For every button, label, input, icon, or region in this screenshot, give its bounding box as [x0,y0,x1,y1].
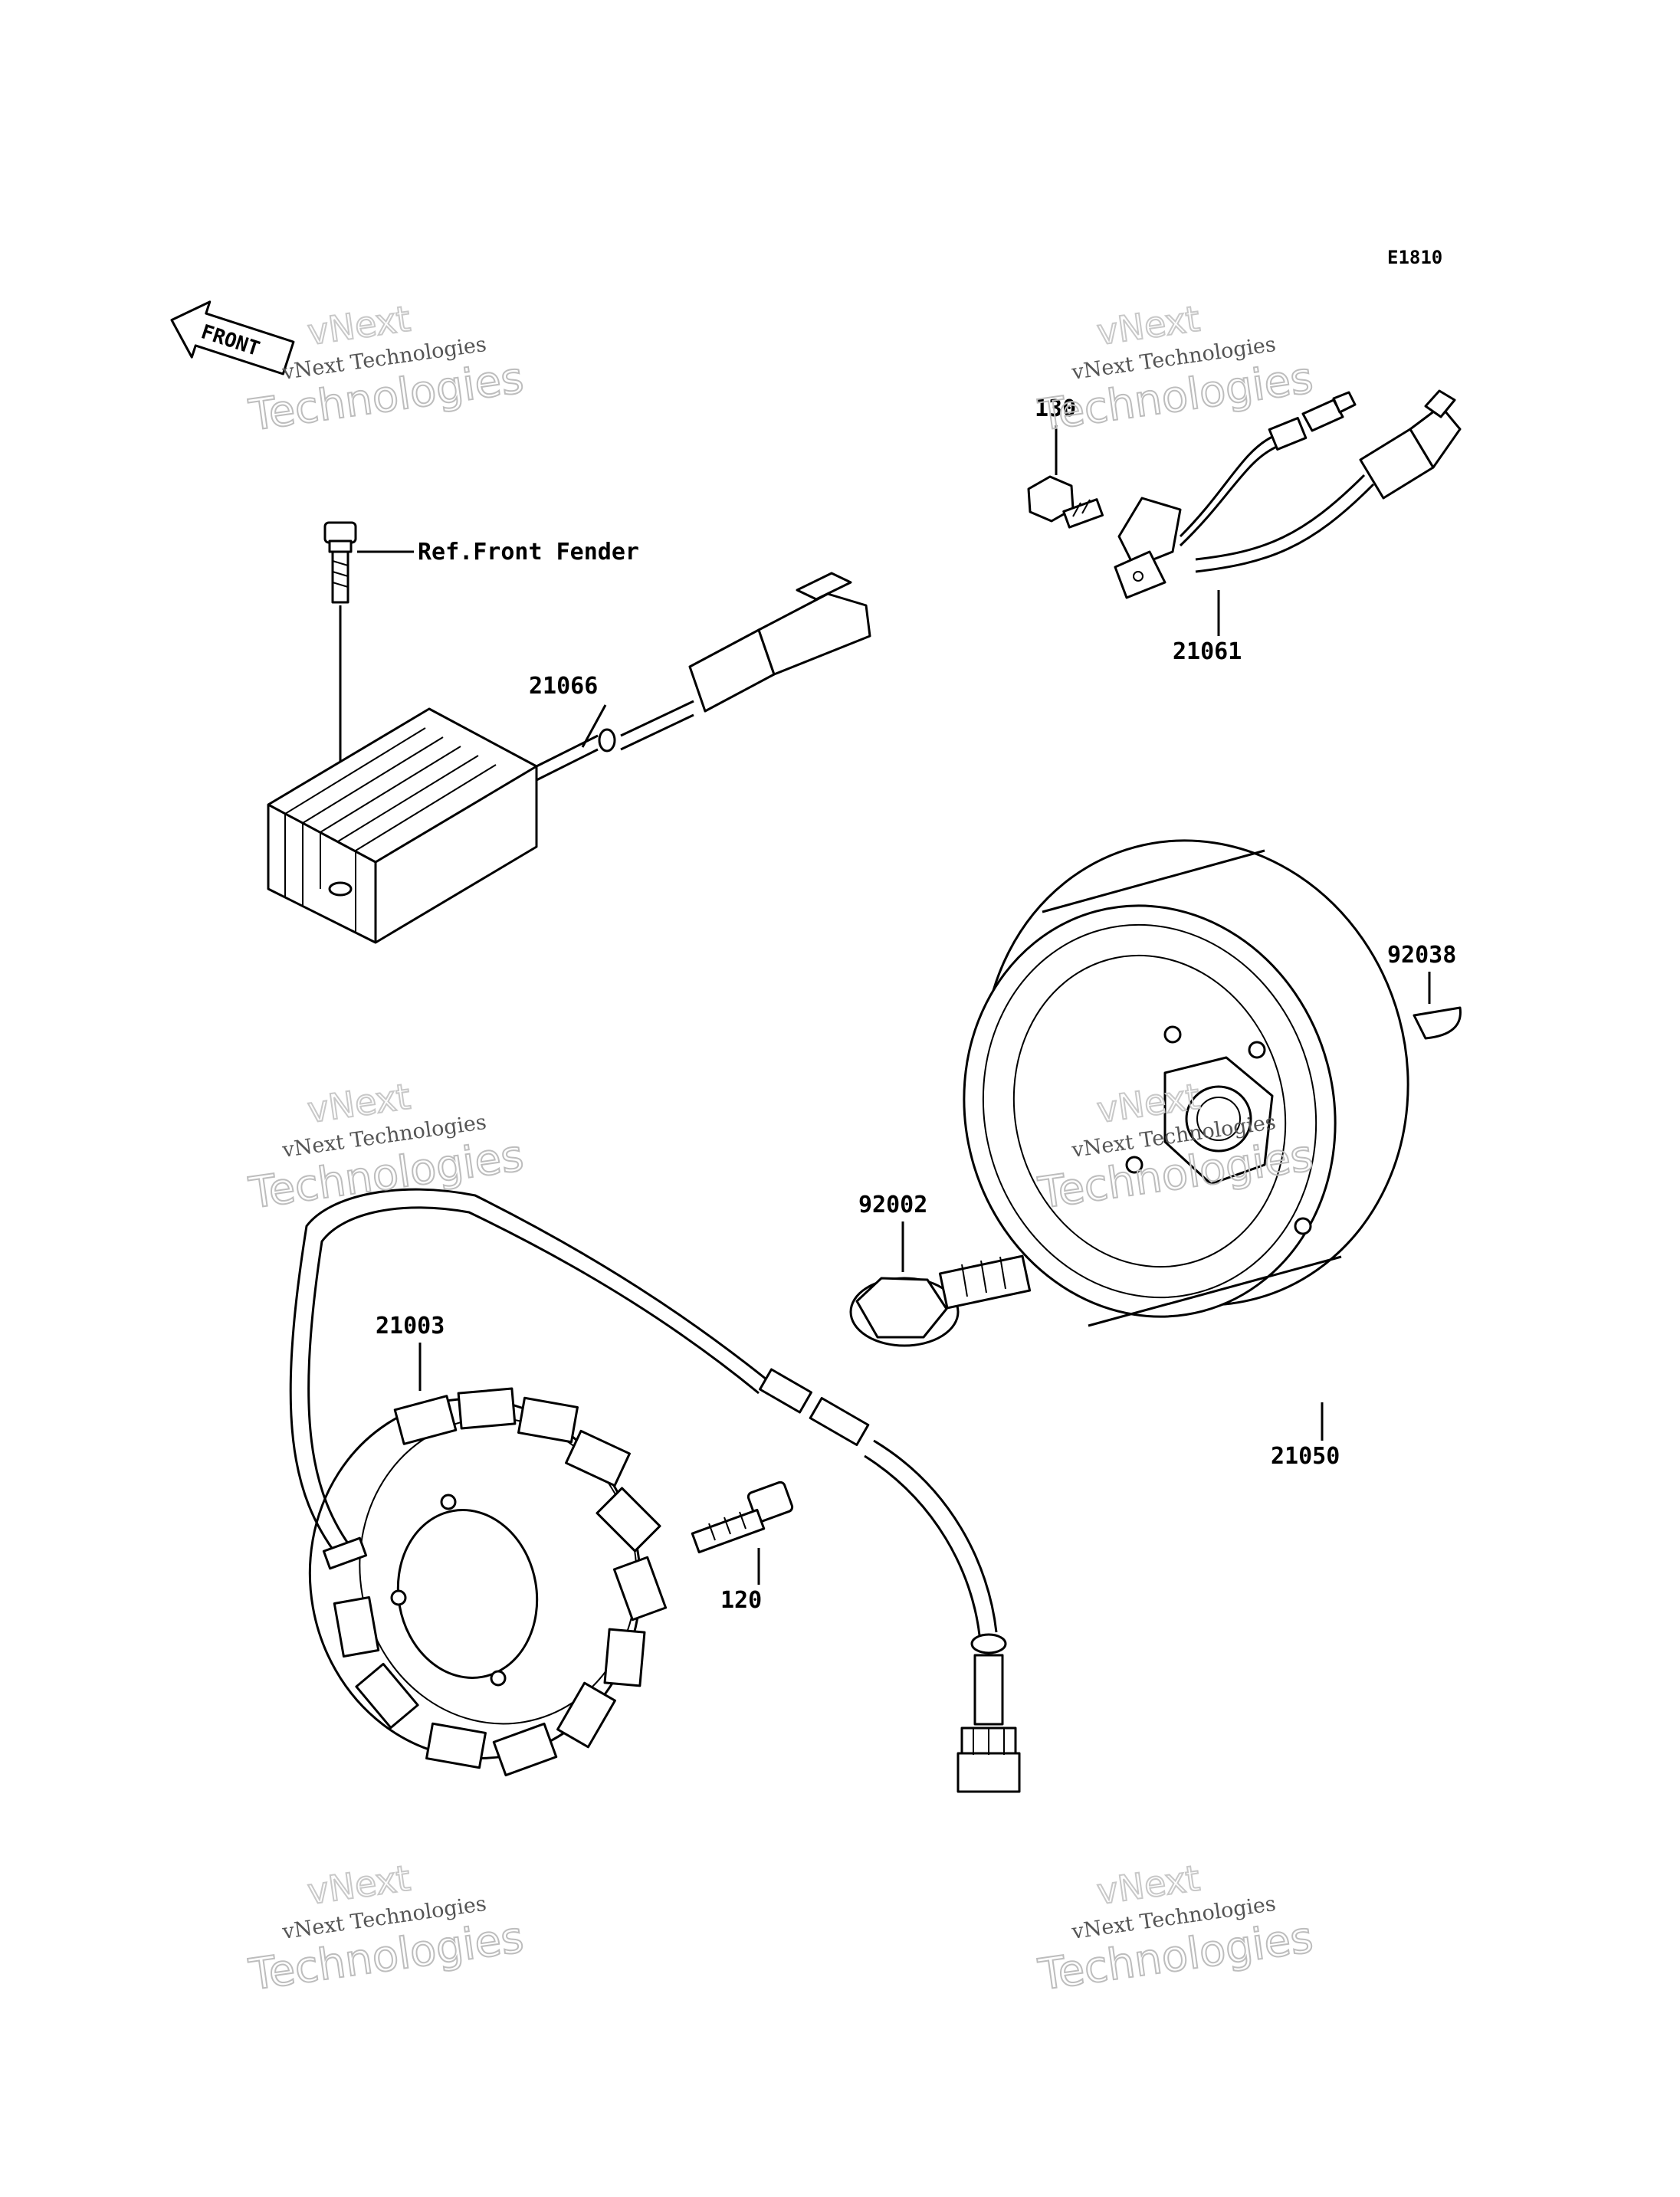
watermark-top-right: vNext vNext Technologies Technologies [1035,297,1317,442]
stator-pole-teeth [333,1387,668,1777]
front-arrow-icon: FRONT [170,300,295,375]
callout-92002: 92002 [858,1192,927,1218]
watermark-bottom-right: vNext vNext Technologies Technologies [1035,1857,1317,2002]
diagram-code: E1810 [1387,247,1442,268]
regulator-rectifier: Ref.Front Fender 21 [267,521,871,944]
pickup-coil-assembly: 130 21061 [1027,389,1462,665]
rotor-bolt: 92002 [849,1192,1032,1347]
callout-21061: 21061 [1173,638,1242,665]
pickup-coil-sensor [1114,497,1182,599]
regulator-mount-bolt [323,521,357,889]
pickup-coil-bolt [1027,475,1104,529]
pickup-coil-spade-terminal [1268,391,1357,451]
callout-21050: 21050 [1271,1443,1340,1470]
watermark-bottom-left: vNext vNext Technologies Technologies [245,1857,527,2002]
callout-92038: 92038 [1387,942,1456,969]
ref-front-fender-note: Ref.Front Fender [418,539,639,566]
regulator-fins [284,727,497,932]
watermark-mid-right: vNext vNext Technologies Technologies [1035,1075,1317,1220]
pickup-coil-connector [1359,389,1462,500]
callout-21003: 21003 [376,1313,445,1340]
stator-connector [956,1726,1021,1793]
callout-120: 120 [720,1587,762,1614]
alternator-rotor: 21050 [963,839,1409,1470]
callout-21066: 21066 [529,673,598,700]
regulator-connector [688,572,871,713]
woodruff-key: 92038 [1387,942,1462,1040]
watermark-mid-left: vNext vNext Technologies Technologies [245,1075,527,1220]
stator-bolt: 120 [691,1481,794,1614]
callout-130: 130 [1035,395,1076,422]
stator-coil: 21003 [289,1188,1021,1793]
stator-harness-clamps [759,1368,870,1446]
